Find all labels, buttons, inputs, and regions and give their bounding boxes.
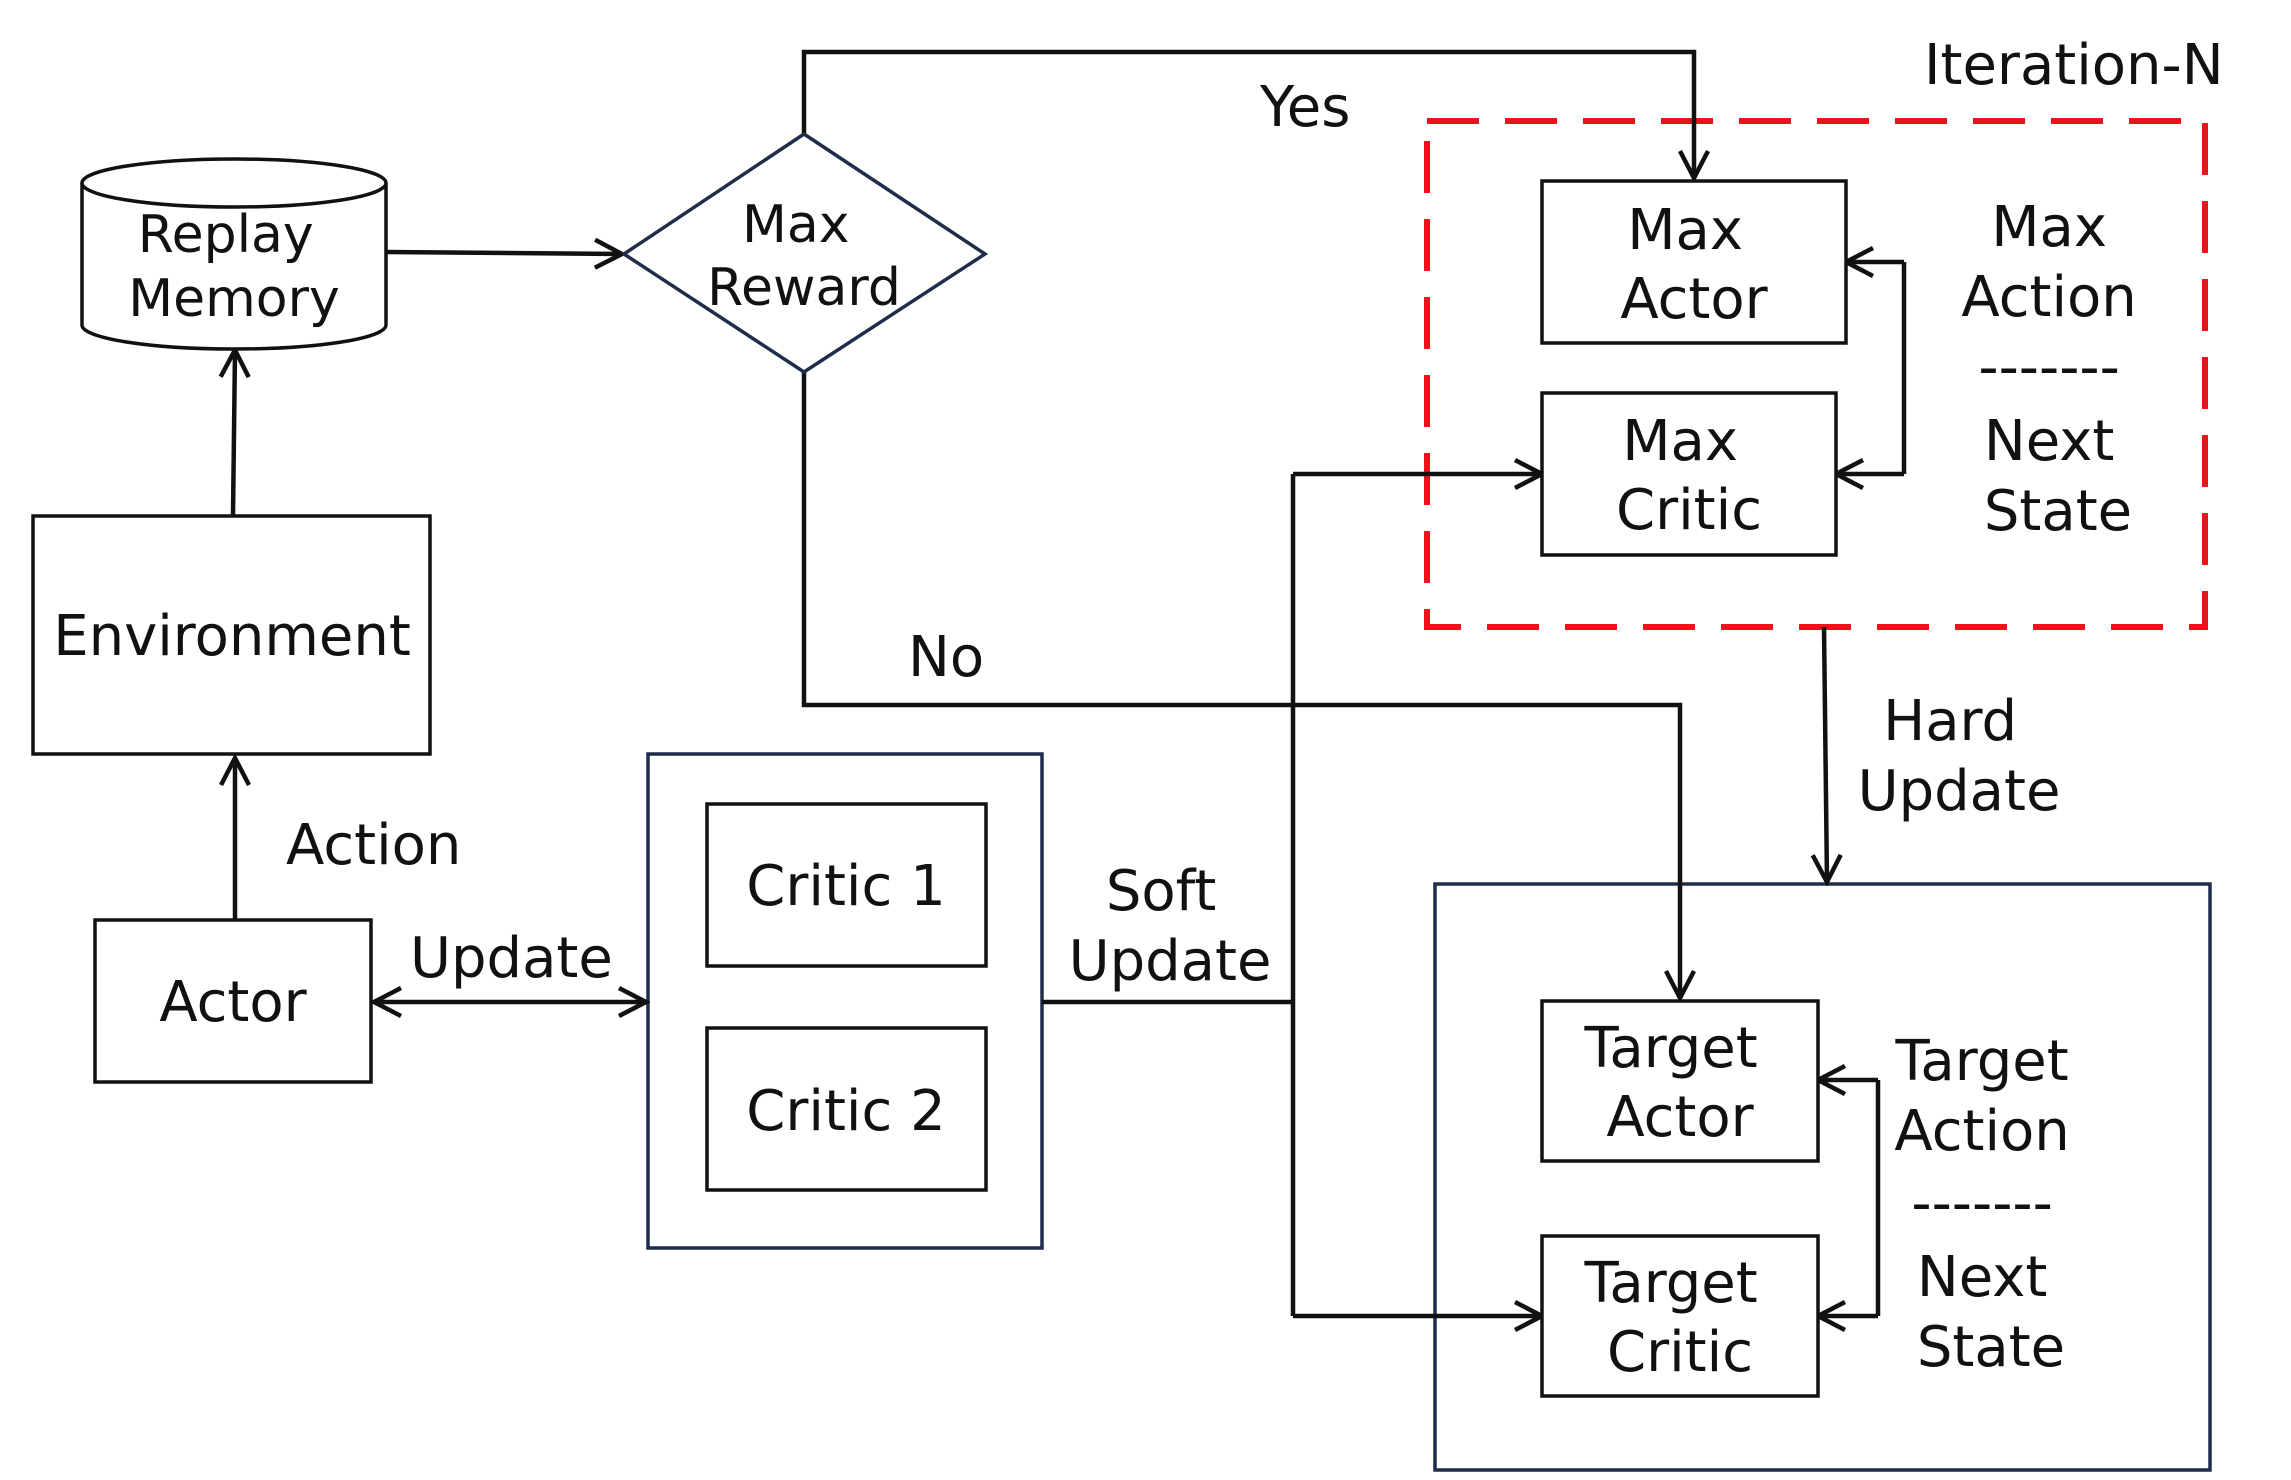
environment-node: Environment bbox=[31, 514, 432, 756]
max-reward-decision: Max Reward bbox=[620, 131, 989, 375]
target-action-next-state-label: Target Action ------- Next State bbox=[1894, 1029, 2087, 1380]
max-action-next-state-label: Max Action ------- Next State bbox=[1961, 195, 2154, 544]
action-label: Action bbox=[286, 813, 461, 878]
critic-1-label: Critic 1 bbox=[746, 854, 945, 919]
soft-update-label: Soft Update bbox=[1069, 859, 1272, 994]
max-actor-node: Max Actor bbox=[1540, 179, 1848, 345]
target-actor-node: Target Actor bbox=[1540, 999, 1820, 1163]
iteration-n-label: Iteration-N bbox=[1924, 33, 2224, 98]
critic-2-node: Critic 2 bbox=[705, 1026, 988, 1192]
max-actor-label: Max Actor bbox=[1620, 198, 1768, 332]
target-critic-node: Target Critic bbox=[1540, 1234, 1820, 1398]
hard-update-arrow bbox=[1824, 626, 1827, 882]
replay-to-max-reward-arrow bbox=[385, 252, 622, 254]
yes-branch-arrow bbox=[801, 49, 1694, 178]
max-critic-node: Max Critic bbox=[1540, 391, 1838, 557]
critic-2-label: Critic 2 bbox=[746, 1079, 945, 1144]
critic-1-node: Critic 1 bbox=[705, 802, 988, 968]
target-critic-label: Target Critic bbox=[1583, 1251, 1775, 1385]
no-branch-arrow bbox=[801, 372, 1680, 998]
max-reward-label: Max Reward bbox=[707, 195, 901, 318]
actor-label: Actor bbox=[159, 970, 307, 1035]
yes-label: Yes bbox=[1259, 75, 1350, 140]
environment-to-replay-arrow bbox=[233, 350, 235, 517]
max-critic-label: Max Critic bbox=[1616, 409, 1762, 543]
replay-memory-label: Replay Memory bbox=[128, 205, 339, 329]
target-actor-label: Target Actor bbox=[1583, 1016, 1775, 1150]
update-label: Update bbox=[410, 926, 613, 991]
environment-label: Environment bbox=[53, 604, 411, 669]
iteration-n-region bbox=[1424, 118, 2208, 630]
no-label: No bbox=[908, 625, 984, 690]
replay-memory-node: Replay Memory bbox=[80, 157, 388, 351]
actor-node: Actor bbox=[93, 918, 373, 1084]
hard-update-label: Hard Update bbox=[1858, 689, 2061, 824]
